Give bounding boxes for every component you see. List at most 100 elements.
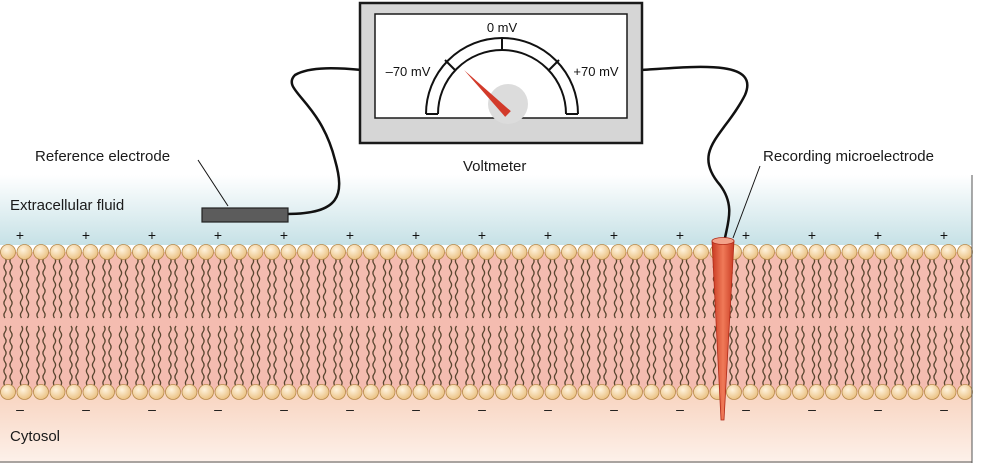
reference-leader-line	[197, 159, 229, 207]
lipid-tail	[900, 257, 904, 319]
lipid-tail	[696, 257, 700, 319]
phospholipid-head	[792, 384, 808, 400]
lipid-tail	[448, 257, 453, 319]
lipid-tail	[685, 325, 690, 387]
positive-charge: +	[214, 227, 222, 243]
phospholipid-head	[627, 244, 643, 260]
negative-charge: –	[610, 401, 618, 417]
lipid-tail	[586, 325, 591, 387]
lipid-tail	[124, 325, 129, 387]
lipid-tail	[58, 325, 63, 387]
lipid-tail	[966, 325, 970, 387]
lipid-tail	[19, 325, 24, 387]
lipid-tail	[399, 325, 403, 387]
lipid-tail	[415, 257, 420, 319]
lipid-tail	[174, 257, 178, 319]
lipid-tail	[646, 325, 651, 387]
lipid-tail	[850, 325, 855, 387]
lipid-tail	[894, 325, 898, 387]
phospholipid-head	[957, 384, 973, 400]
negative-charge: –	[808, 401, 816, 417]
phospholipid-head	[214, 384, 231, 400]
phospholipid-head	[742, 244, 759, 260]
phospholipid-head	[742, 384, 759, 400]
lipid-tail	[531, 325, 535, 387]
lipid-tail	[355, 257, 360, 319]
lipid-tail	[751, 325, 756, 387]
lipid-tail	[487, 257, 492, 319]
lipid-tail	[570, 325, 574, 387]
lipid-tail	[333, 325, 337, 387]
cytosol-region	[0, 392, 972, 463]
lipid-tail	[135, 325, 139, 387]
negative-charge: –	[676, 401, 684, 417]
phospholipid-head	[148, 384, 165, 400]
lipid-tail	[108, 325, 112, 387]
lipid-tail	[877, 257, 882, 319]
phospholipid-head	[148, 244, 165, 260]
lipid-tail	[784, 325, 789, 387]
phospholipid-head	[396, 384, 412, 400]
lipid-tail	[487, 325, 492, 387]
lipid-tail	[564, 325, 568, 387]
lipid-tail	[570, 257, 574, 319]
lipid-tail	[603, 325, 607, 387]
scale-label-right: +70 mV	[573, 64, 618, 79]
phospholipid-head	[297, 244, 313, 260]
lipid-tail	[256, 325, 261, 387]
lipid-tail	[537, 257, 541, 319]
lipid-tail	[91, 325, 96, 387]
lipid-tail	[652, 257, 657, 319]
phospholipid-head	[907, 384, 924, 400]
phospholipid-head	[544, 384, 561, 400]
negative-charge: –	[544, 401, 552, 417]
phospholipid-head	[841, 384, 858, 400]
phospholipid-head	[412, 384, 429, 400]
positive-charge: +	[280, 227, 288, 243]
lipid-tail	[795, 325, 799, 387]
phospholipid-head	[874, 244, 891, 260]
lipid-tail	[9, 325, 13, 387]
lipid-tail	[448, 325, 453, 387]
phospholipid-head	[891, 384, 907, 400]
lipid-tail	[157, 325, 162, 387]
phospholipid-head	[462, 384, 478, 400]
lipid-tail	[778, 325, 783, 387]
lipid-tail	[553, 325, 558, 387]
phospholipid-head	[594, 244, 610, 260]
lipid-tail	[141, 325, 145, 387]
phospholipid-head	[495, 384, 511, 400]
phospholipid-head	[528, 384, 544, 400]
recording-microelectrode-label: Recording microelectrode	[763, 148, 934, 165]
negative-charge: –	[346, 401, 354, 417]
phospholipid-head	[231, 384, 247, 400]
reference-wire	[286, 67, 363, 216]
phospholipid-head	[330, 384, 346, 400]
lipid-tail	[696, 325, 700, 387]
lipid-tail	[927, 325, 931, 387]
lipid-tail	[900, 325, 904, 387]
lipid-tail	[454, 325, 459, 387]
lipid-tail	[702, 257, 706, 319]
extracellular-fluid-label: Extracellular fluid	[10, 197, 125, 214]
lipid-tail	[250, 325, 255, 387]
lipid-tail	[399, 257, 403, 319]
phospholipid-head	[198, 384, 214, 400]
positive-charge: +	[346, 227, 354, 243]
lipid-tail	[745, 325, 750, 387]
lipid-tail	[817, 257, 822, 319]
phospholipid-head	[115, 244, 132, 260]
lipid-tail	[619, 257, 624, 319]
cytosol-label: Cytosol	[10, 428, 61, 445]
lipid-tail	[795, 257, 799, 319]
positive-charge: +	[544, 227, 552, 243]
positive-charge: +	[82, 227, 90, 243]
phospholipid-head	[396, 244, 412, 260]
phospholipid-head	[0, 384, 16, 400]
phospholipid-head	[940, 384, 957, 400]
gauge-tick-left	[444, 59, 456, 71]
lipid-tail	[910, 325, 915, 387]
phospholipid-head	[297, 384, 313, 400]
lipid-tail	[333, 257, 337, 319]
lipid-tail	[547, 257, 552, 319]
